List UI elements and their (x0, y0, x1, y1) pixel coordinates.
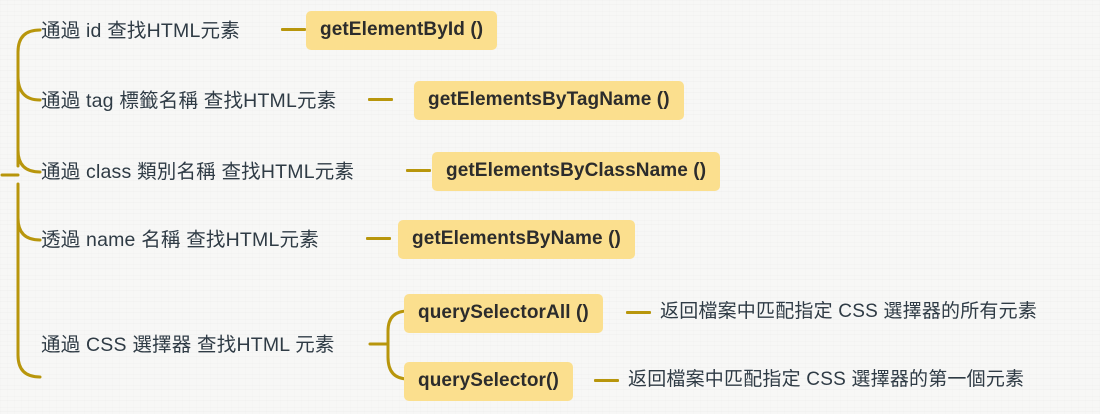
method-description-5-1: 返回檔案中匹配指定 CSS 選擇器的所有元素 (660, 301, 1038, 322)
branch-label-1: 通過 id 查找HTML元素 (41, 20, 240, 42)
branch-label-5: 通過 CSS 選擇器 查找HTML 元素 (41, 334, 335, 356)
connector-dash-4 (366, 237, 391, 240)
brace-main-top (16, 28, 42, 54)
branch-label-4: 透過 name 名稱 查找HTML元素 (41, 229, 319, 251)
connector-dash-5-1 (626, 311, 651, 314)
method-badge-5-2[interactable]: querySelector() (404, 362, 573, 401)
method-description-5-2: 返回檔案中匹配指定 CSS 選擇器的第一個元素 (628, 369, 1025, 390)
connector-dash-3 (406, 169, 431, 172)
brace-hook-row3 (16, 148, 42, 174)
branch-label-3: 通過 class 類別名稱 查找HTML元素 (41, 161, 355, 183)
method-badge-1[interactable]: getElementById () (306, 11, 498, 50)
method-badge-2[interactable]: getElementsByTagName () (414, 81, 684, 120)
brace-hook-row4 (16, 216, 42, 242)
brace-main-bottom (16, 353, 42, 379)
connector-dash-2 (368, 98, 393, 101)
method-badge-3[interactable]: getElementsByClassName () (432, 152, 721, 191)
method-badge-4[interactable]: getElementsByName () (398, 220, 635, 259)
branch-label-2: 通過 tag 標籤名稱 查找HTML元素 (41, 90, 337, 112)
method-badge-5-1[interactable]: querySelectorAll () (404, 294, 603, 333)
connector-dash-1 (281, 28, 306, 31)
brace-hook-row2 (16, 74, 42, 102)
connector-dash-5-2 (594, 379, 619, 382)
